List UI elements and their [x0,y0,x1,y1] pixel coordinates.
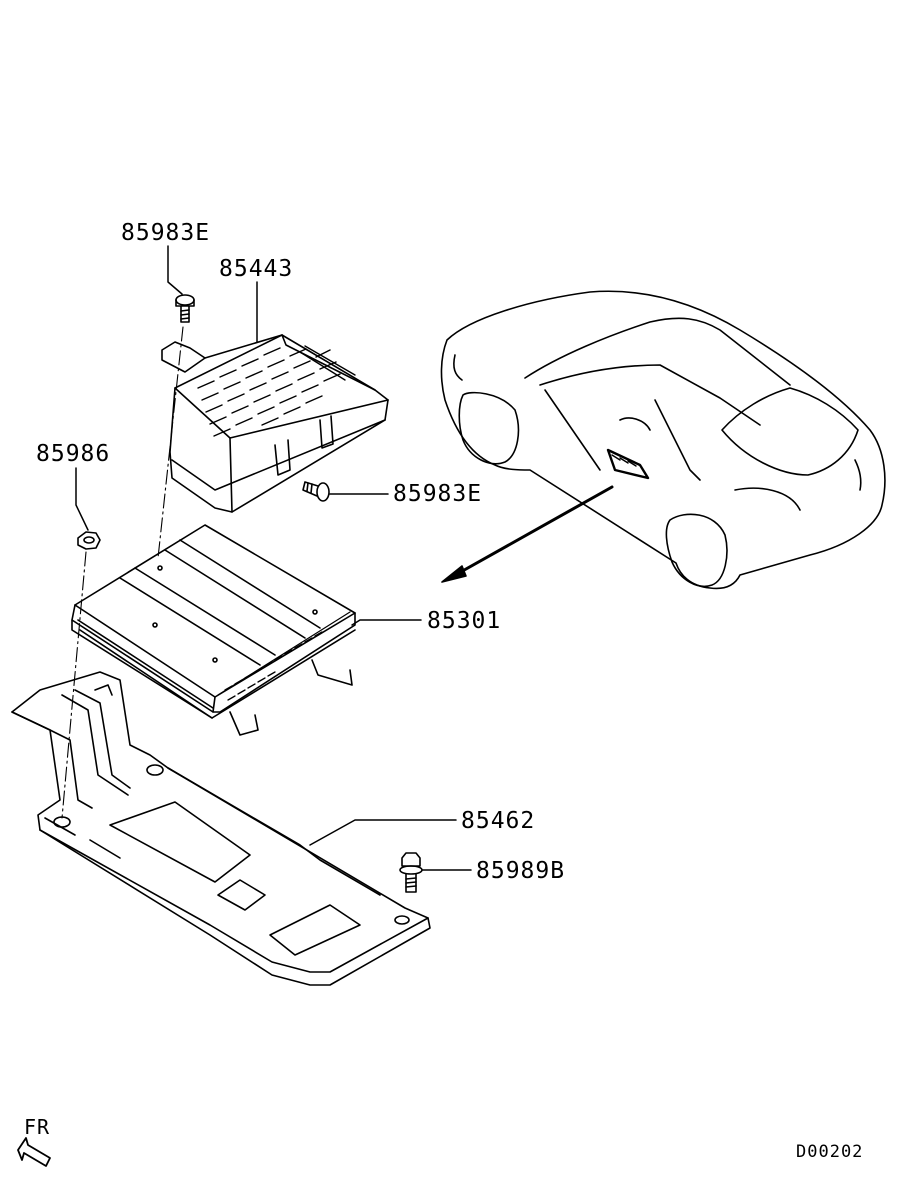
amplifier-85301 [72,525,355,735]
fr-arrow-icon [18,1138,50,1166]
screw-85983E-side-icon [303,482,329,501]
label-85986: 85986 [36,441,111,467]
assembly-lines [62,327,183,818]
location-arrow [442,487,612,582]
leader-lines [76,246,471,870]
label-85301: 85301 [427,608,502,634]
front-direction-label: FR [24,1115,51,1139]
label-85989B: 85989B [476,858,566,884]
label-85443: 85443 [219,256,294,282]
label-85462: 85462 [461,808,536,834]
drawing-code: D00202 [796,1142,864,1162]
bracket-85462 [12,672,430,985]
nut-85986-icon [78,532,100,549]
car-outline [441,291,884,588]
cover-85443 [162,335,388,512]
label-85983E-top: 85983E [121,220,211,246]
bolt-85989B-icon [400,853,422,892]
screw-85983E-top-icon [176,295,194,322]
label-85983E-side: 85983E [393,481,483,507]
